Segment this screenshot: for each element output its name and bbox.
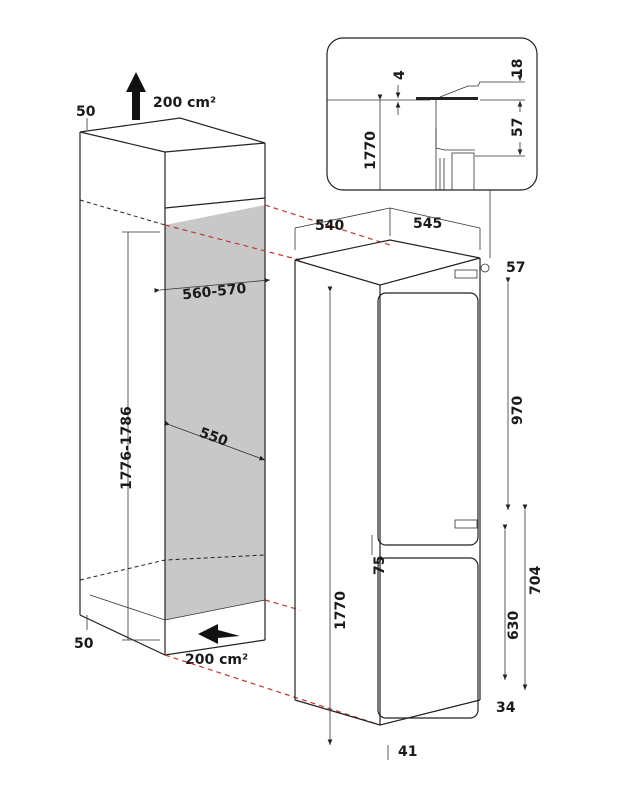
niche-height-label: 1776-1786: [119, 406, 135, 490]
inset-top-label: 18: [510, 59, 526, 78]
lower-section-label: 704: [528, 566, 544, 595]
foot-right-label: 34: [496, 700, 516, 716]
appliance: 540 545 57 970 75 1770 704 630 34 41: [294, 190, 544, 760]
inset-gap-label: 4: [392, 70, 408, 80]
airflow-up-arrow-icon: [126, 72, 146, 120]
cabinet: 200 cm² 200 cm² 50 50 1776-1786 560-570 …: [74, 72, 271, 668]
appliance-height-label: 1770: [333, 591, 349, 630]
vent-bottom-label: 200 cm²: [185, 652, 248, 668]
airflow-in-arrow-icon: [198, 624, 240, 644]
door-gap-label: 75: [372, 556, 388, 575]
inset-bracket-label: 57: [510, 118, 526, 137]
alignment-lines: [164, 204, 391, 726]
niche-width-label: 560-570: [182, 281, 248, 304]
lower-door-label: 630: [506, 611, 522, 640]
vent-top-label: 200 cm²: [153, 95, 216, 111]
appliance-depth-label: 540: [315, 218, 344, 234]
foot-front-label: 41: [398, 744, 417, 760]
inset-height-label: 1770: [363, 131, 379, 170]
top-gap-label: 57: [506, 260, 525, 276]
bottom-offset-label: 50: [74, 636, 94, 652]
top-offset-label: 50: [76, 104, 96, 120]
appliance-width-label: 545: [413, 216, 442, 232]
detail-inset: 4 18 57 1770: [326, 37, 538, 191]
upper-door-label: 970: [510, 396, 526, 425]
